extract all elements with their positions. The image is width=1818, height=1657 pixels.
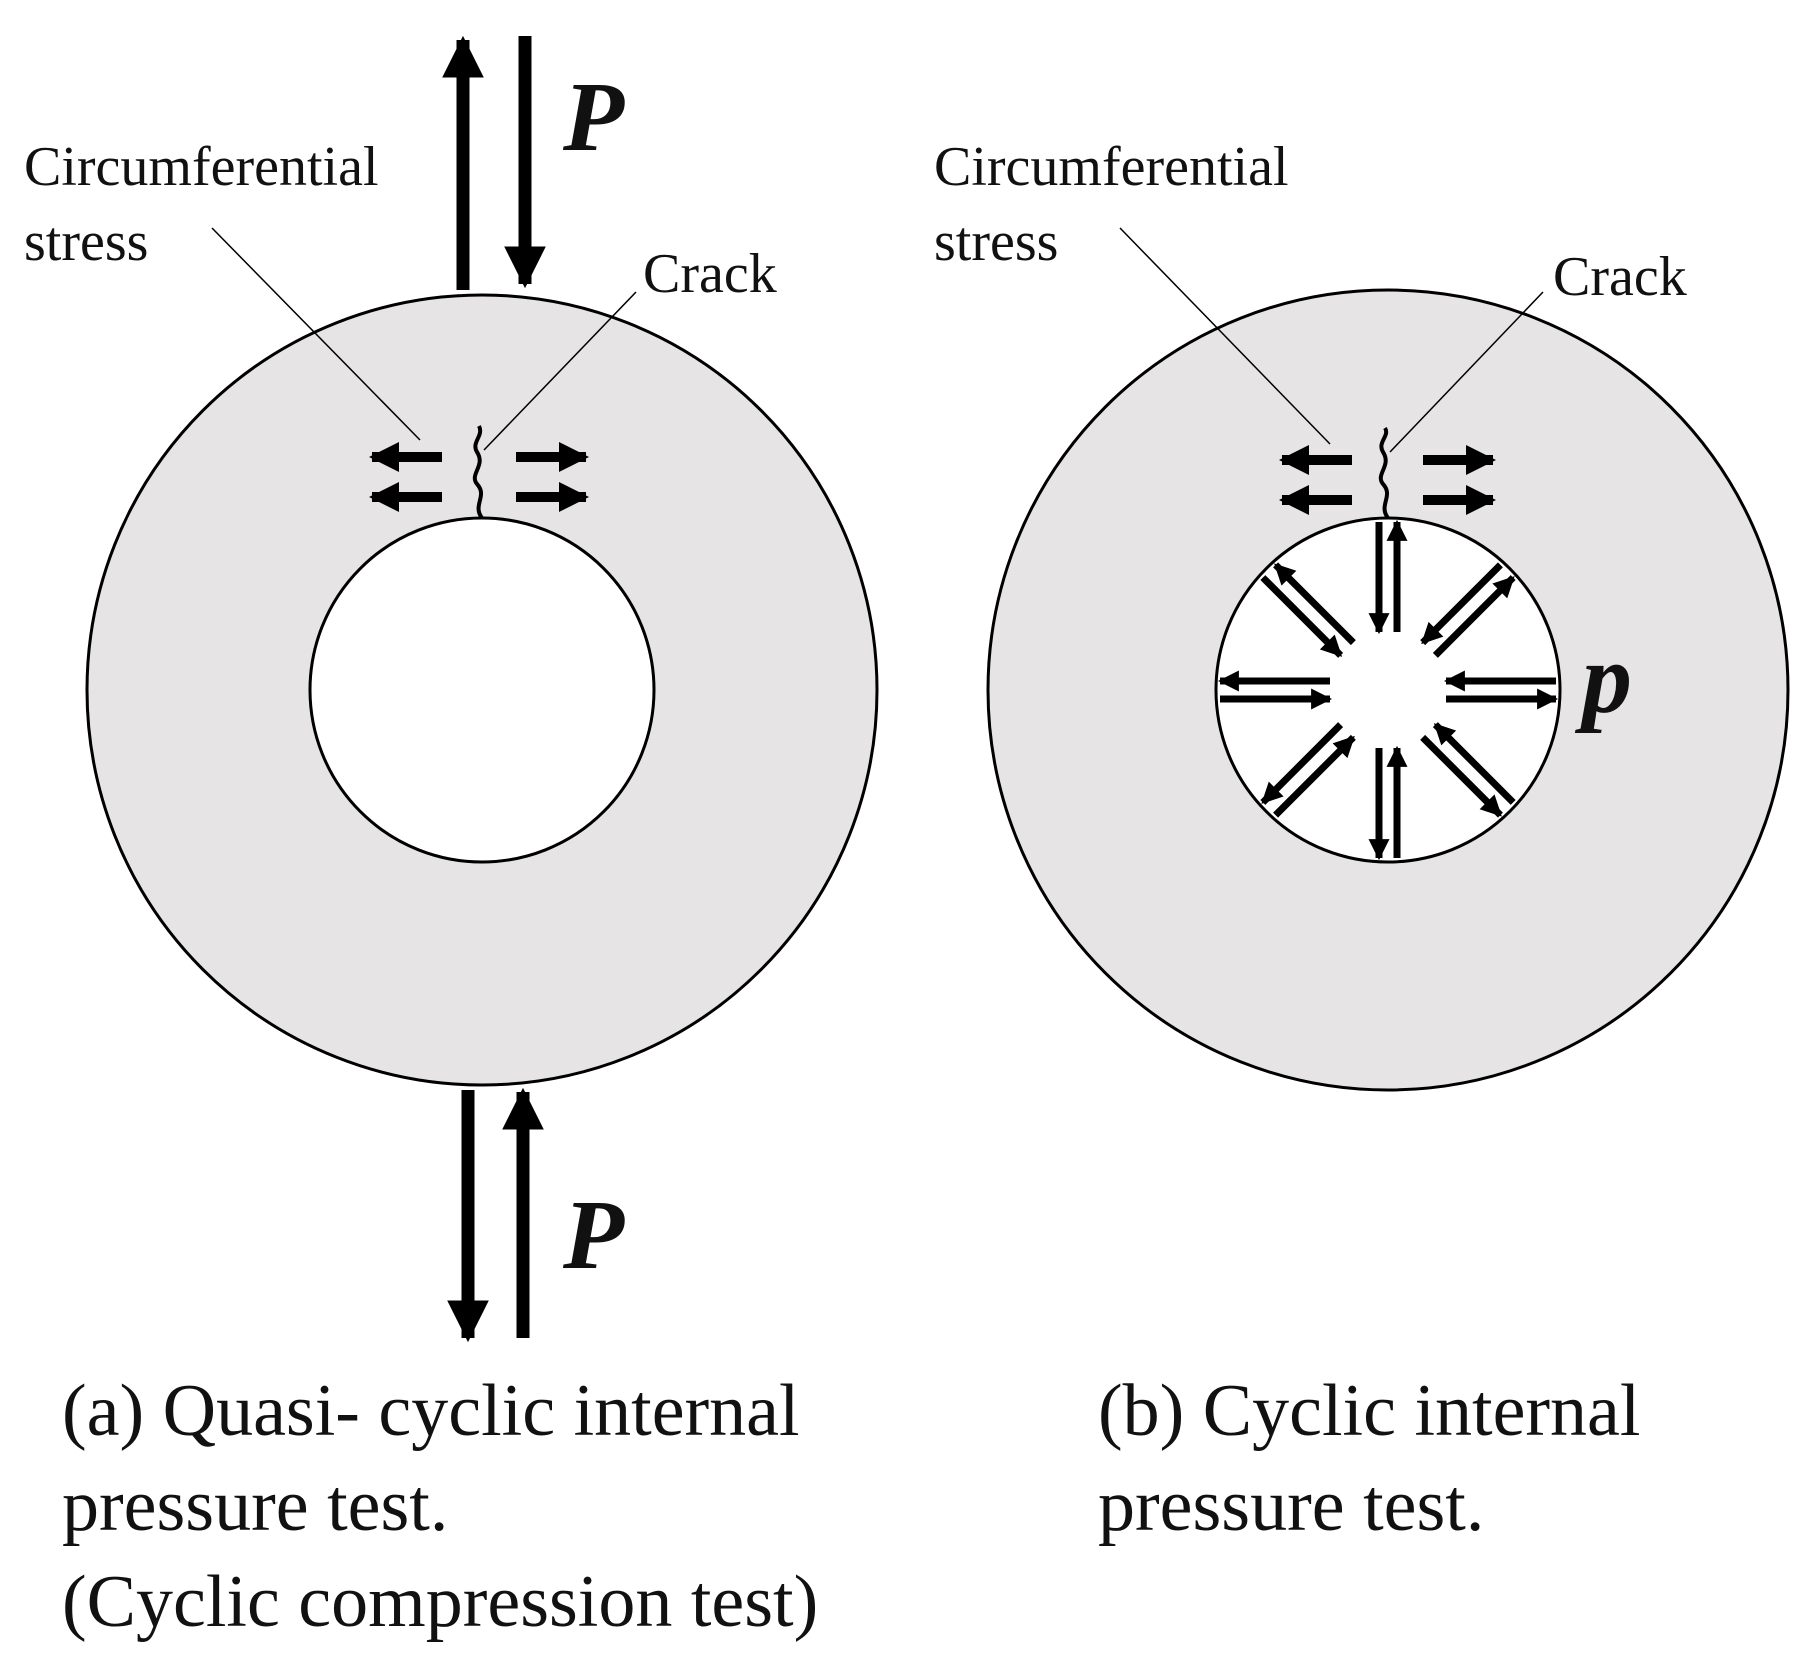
load-label-top-a: P bbox=[562, 61, 625, 172]
stress-label-a-line2: stress bbox=[24, 211, 148, 273]
pipe-ring-a bbox=[85, 293, 879, 1087]
crack-leader-a bbox=[483, 291, 637, 451]
crack-b bbox=[1378, 426, 1390, 520]
pressure-arrow-lower-left-out bbox=[1260, 722, 1344, 805]
stress-label-a-line1: Circumferential bbox=[24, 136, 379, 198]
pressure-arrow-upper-left-in bbox=[1260, 575, 1344, 658]
pressure-arrows-b bbox=[1217, 519, 1559, 861]
pressure-arrow-upper-right-in bbox=[1420, 562, 1503, 646]
stress-arrows-b bbox=[1279, 445, 1496, 515]
stress-leader-b bbox=[1119, 227, 1331, 445]
pressure-label-b: p bbox=[1574, 623, 1632, 734]
stress-label-b-line2: stress bbox=[934, 211, 1058, 273]
caption-a-line1: (a) Quasi- cyclic internal bbox=[62, 1370, 800, 1452]
inner-bore-a bbox=[308, 516, 656, 864]
crack-label-a: Crack bbox=[643, 243, 777, 305]
load-arrows-top-a bbox=[442, 35, 546, 290]
stress-leader-a bbox=[211, 227, 421, 441]
pressure-arrow-upper-right-out bbox=[1432, 575, 1516, 658]
pressure-arrow-lower-left-in bbox=[1273, 734, 1356, 818]
caption-a-line3: (Cyclic compression test) bbox=[62, 1561, 818, 1643]
panel-a: P P Circumferential stress Crack (a) Qua… bbox=[24, 35, 879, 1643]
pipe-ring-b bbox=[986, 288, 1790, 1092]
pressure-arrow-lower-right-out bbox=[1420, 734, 1503, 818]
inner-bore-b bbox=[1214, 516, 1562, 864]
load-label-bottom-a: P bbox=[562, 1179, 625, 1290]
load-arrows-bottom-a bbox=[447, 1087, 544, 1343]
pressure-arrow-upper-left-out bbox=[1273, 562, 1356, 646]
stress-arrows-a bbox=[369, 442, 589, 512]
caption-b-line2: pressure test. bbox=[1098, 1465, 1484, 1547]
caption-a-line2: pressure test. bbox=[62, 1465, 448, 1547]
crack-a bbox=[472, 425, 484, 520]
caption-b-line1: (b) Cyclic internal bbox=[1098, 1370, 1640, 1452]
crack-label-b: Crack bbox=[1553, 246, 1687, 308]
stress-label-b-line1: Circumferential bbox=[934, 136, 1289, 198]
panel-b: Circumferential stress Crack p (b) Cycli… bbox=[934, 136, 1790, 1547]
pressure-arrow-lower-right-in bbox=[1432, 722, 1516, 805]
crack-leader-b bbox=[1389, 291, 1544, 453]
